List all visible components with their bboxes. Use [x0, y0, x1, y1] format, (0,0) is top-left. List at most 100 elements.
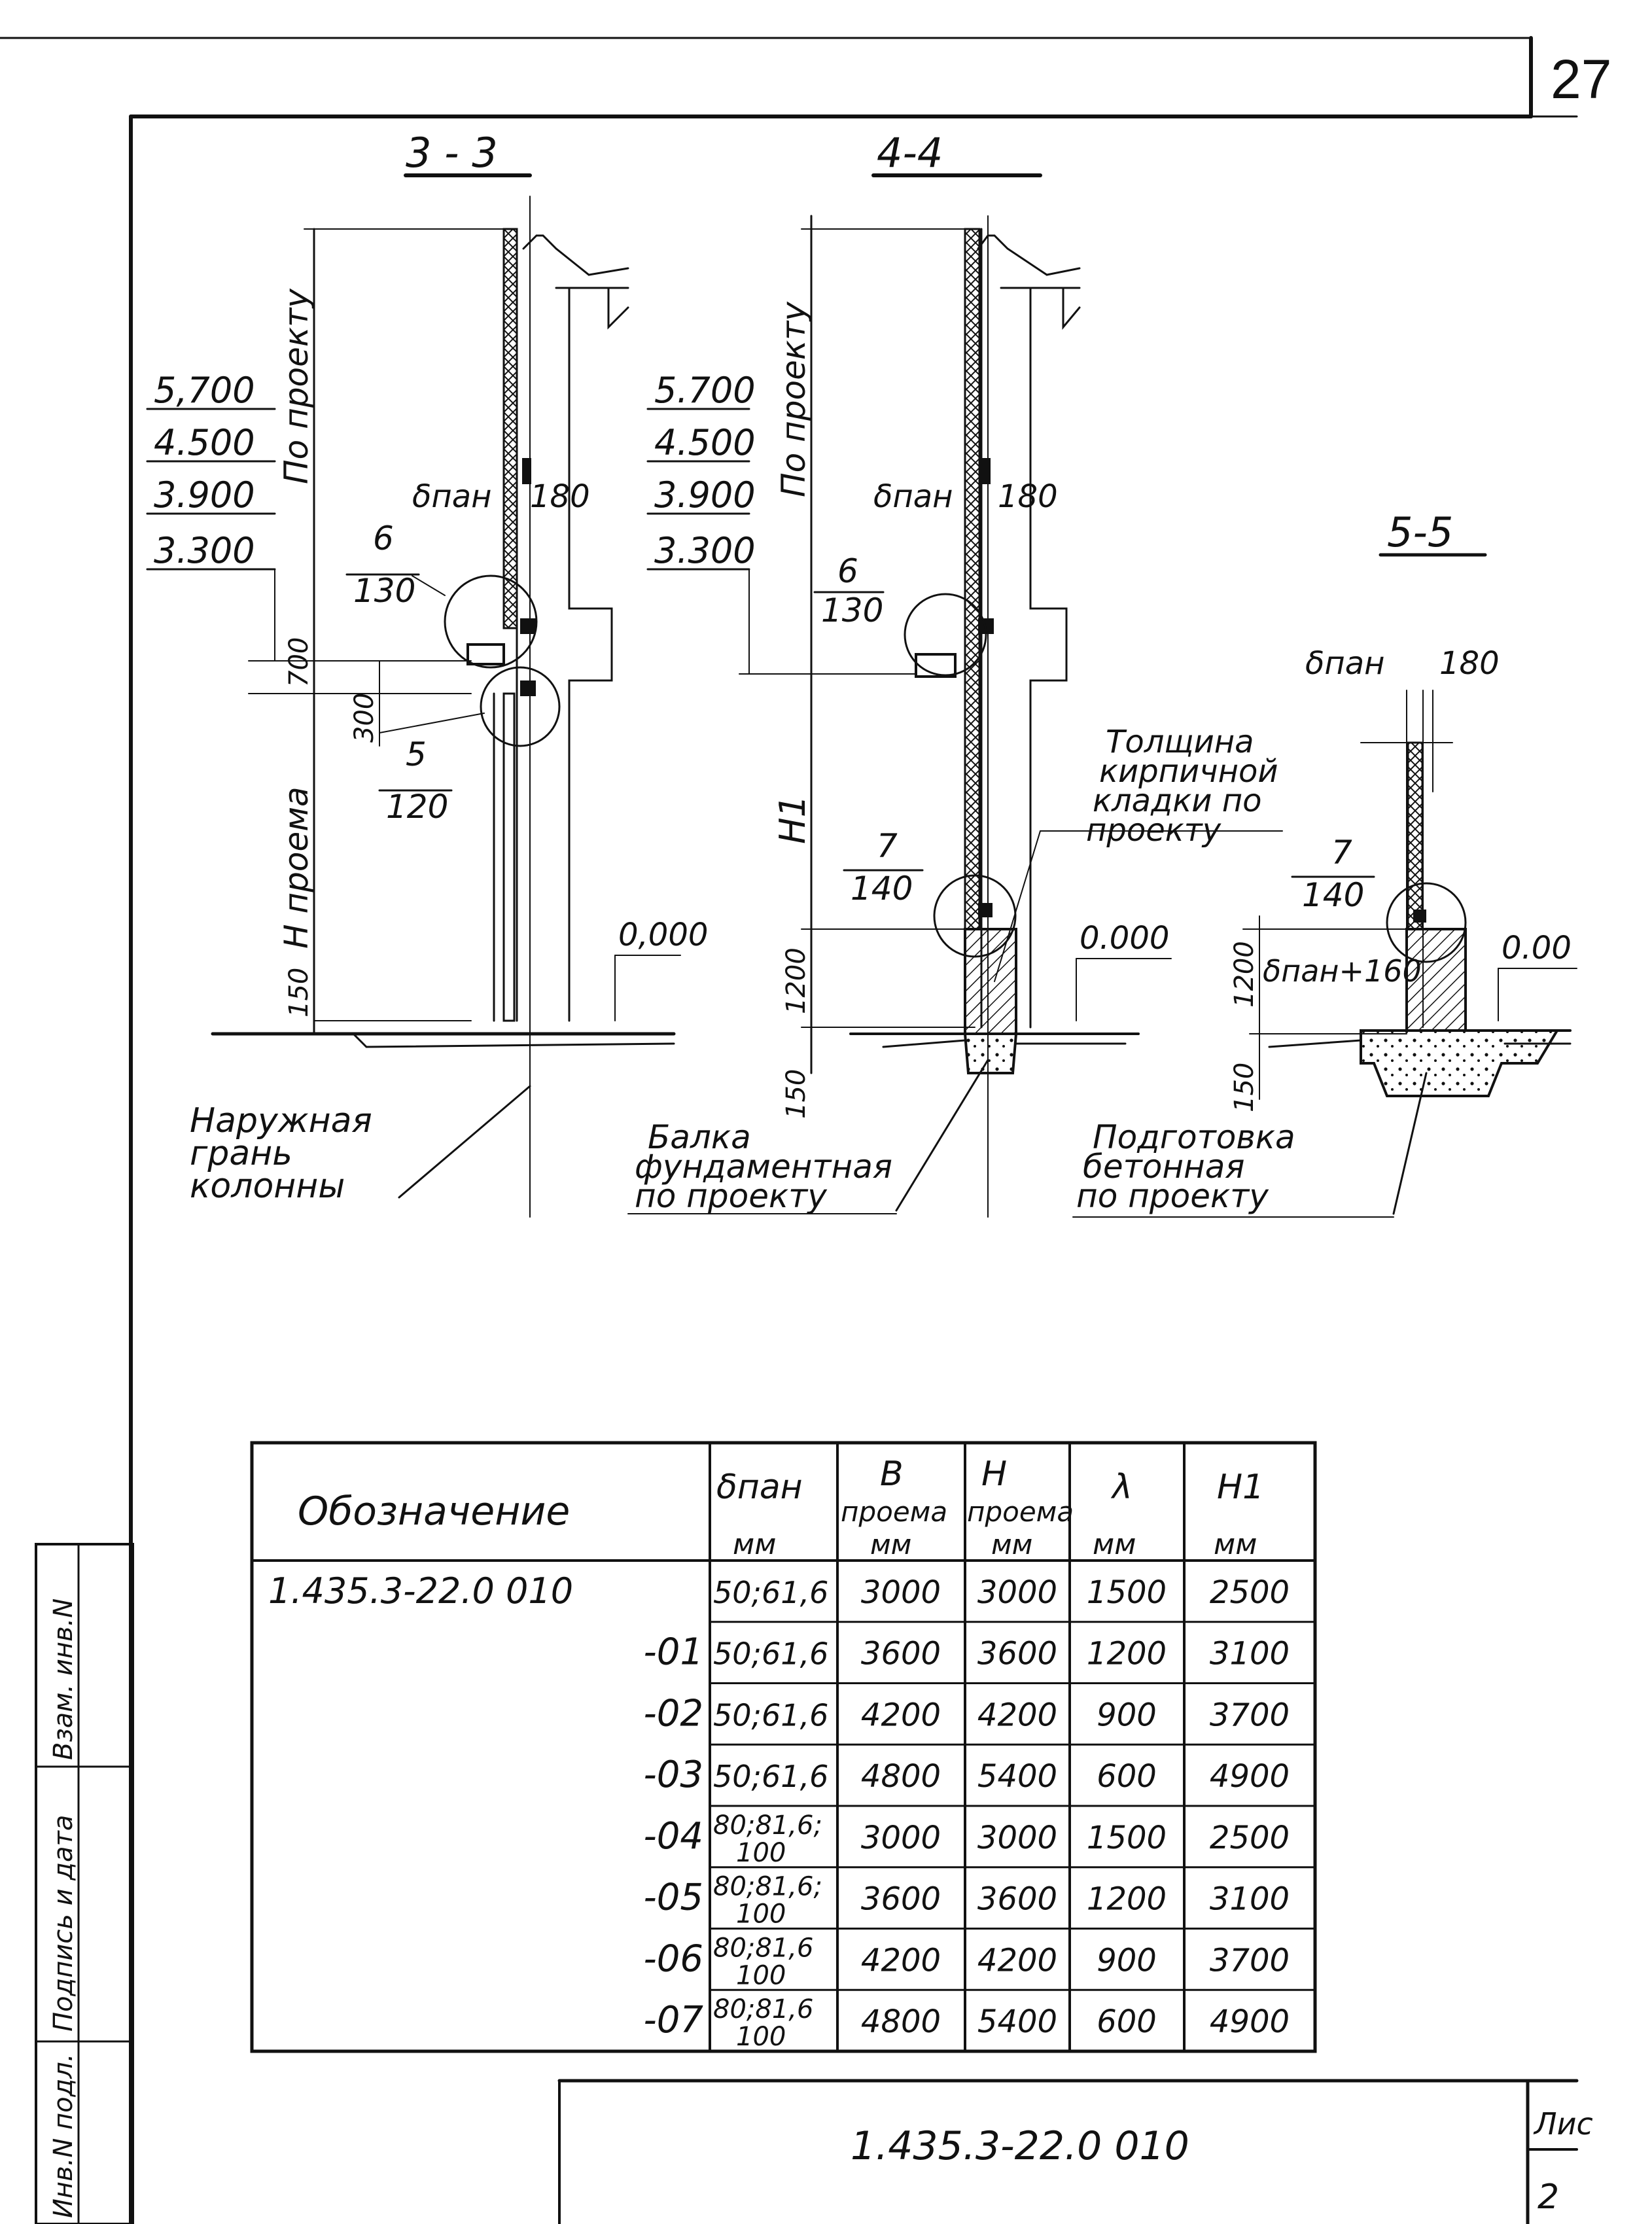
- table-header-h1-unit: мм: [1214, 1528, 1257, 1561]
- section-4-4-node-6-sheet: 130: [821, 591, 883, 629]
- section-3-3-level-3900: 3.900: [154, 474, 255, 516]
- table-cell-delta: 50;61,6: [713, 1697, 828, 1733]
- title-block-sheet-number: 2: [1538, 2178, 1559, 2217]
- table-cell-h1: 3700: [1210, 1942, 1290, 1979]
- table-cell-lambda: 1200: [1087, 1881, 1167, 1918]
- section-3-3-note-line-3: колонны: [190, 1167, 345, 1206]
- table-header-h1: H1: [1217, 1468, 1264, 1507]
- section-3-3-node-5-number: 5: [406, 735, 427, 773]
- table-cell-h: 5400: [977, 2003, 1057, 2040]
- table-cell-designation: -07: [644, 1999, 704, 2041]
- table-header-h: H: [981, 1455, 1007, 1494]
- section-4-4-dim-150: 150: [781, 1069, 811, 1119]
- section-4-4-dim-180: 180: [998, 478, 1058, 515]
- section-4-4-dim-1200: 1200: [781, 947, 811, 1014]
- table-cell-delta: 80;81,6: [713, 1933, 813, 1963]
- side-stamp-replacement: Взам. инв.N: [48, 1598, 79, 1760]
- section-3-3-node-5-sheet: 120: [386, 788, 448, 826]
- section-3-3-note-line-2: грань: [190, 1134, 292, 1173]
- spec-table: [250, 1441, 1317, 2053]
- section-3-3-level-4500: 4.500: [154, 422, 255, 463]
- table-cell-designation: -05: [644, 1877, 703, 1919]
- section-3-3-dim-po-proektu: По проекту: [277, 288, 315, 484]
- section-5-5-title: 5-5: [1387, 508, 1453, 556]
- section-4-4-note-beam-2: фундаментная: [635, 1148, 892, 1186]
- table-cell-h1: 2500: [1210, 1820, 1290, 1856]
- section-3-3: [146, 173, 681, 1218]
- page-number: 27: [1551, 48, 1611, 110]
- section-5-5-note-concrete-2: бетонная: [1083, 1148, 1244, 1186]
- table-cell-h1: 3700: [1210, 1697, 1290, 1733]
- table-cell-lambda: 900: [1097, 1942, 1157, 1979]
- table-cell-designation: -06: [644, 1937, 703, 1980]
- table-cell-delta: 100: [736, 1960, 786, 1990]
- section-3-3-dim-700: 700: [284, 637, 314, 687]
- section-4-4-node-6-number: 6: [837, 552, 858, 590]
- section-4-4-level-5700: 5.700: [654, 370, 756, 411]
- table-cell-h: 5400: [977, 1758, 1057, 1795]
- section-4-4-level-4500: 4.500: [654, 422, 756, 463]
- section-5-5-dim-150: 150: [1229, 1063, 1259, 1112]
- table-cell-delta: 100: [736, 1838, 786, 1868]
- section-3-3-note-line-1: Наружная: [190, 1101, 372, 1140]
- table-cell-b: 3000: [861, 1574, 941, 1611]
- section-5-5-node-7-sheet: 140: [1302, 876, 1364, 914]
- section-4-4-level-3900: 3.900: [654, 474, 756, 516]
- table-cell-delta: 50;61,6: [713, 1759, 828, 1794]
- table-cell-h: 4200: [977, 1697, 1057, 1733]
- section-4-4-level-3300: 3.300: [654, 530, 756, 571]
- section-4-4-delta-pan: δпан: [873, 478, 953, 515]
- table-header-b: B: [880, 1455, 904, 1494]
- title-block-sheet-label: Лис: [1533, 2106, 1593, 2142]
- table-cell-lambda: 1500: [1087, 1820, 1167, 1856]
- section-3-3-dim-300: 300: [349, 693, 379, 743]
- section-3-3-level-3300: 3.300: [154, 530, 255, 571]
- table-cell-b: 4200: [861, 1942, 941, 1979]
- table-cell-b: 4200: [861, 1697, 941, 1733]
- section-4-4: [627, 173, 1283, 1218]
- table-cell-h1: 3100: [1210, 1881, 1290, 1918]
- table-header-designation: Обозначение: [298, 1489, 570, 1534]
- section-5-5-note-concrete-1: Подготовка: [1093, 1118, 1295, 1156]
- table-cell-h: 3000: [977, 1574, 1057, 1611]
- section-4-4-node-7-number: 7: [877, 827, 898, 865]
- table-cell-lambda: 1500: [1087, 1574, 1167, 1611]
- section-5-5-dim-1200: 1200: [1229, 941, 1259, 1008]
- table-cell-delta: 80;81,6;: [713, 1810, 822, 1841]
- section-5-5-level-zero: 0.00: [1502, 930, 1572, 966]
- section-3-3-level-5700: 5,700: [154, 370, 255, 411]
- sheet-frame: [0, 36, 1578, 2224]
- section-3-3-delta-pan: δпан: [412, 478, 492, 515]
- section-3-3-dim-180: 180: [530, 478, 590, 515]
- section-4-4-note-brick-2: кирпичной: [1099, 753, 1278, 790]
- table-cell-b: 3600: [861, 1881, 941, 1918]
- table-cell-b: 4800: [861, 2003, 941, 2040]
- section-5-5-delta-pan-plus: δпан+160: [1263, 953, 1422, 989]
- table-cell-lambda: 900: [1097, 1697, 1157, 1733]
- table-cell-h: 3000: [977, 1820, 1057, 1856]
- table-header-delta-unit: мм: [733, 1528, 776, 1561]
- section-5-5: [1072, 553, 1577, 1218]
- table-cell-designation: 1.435.3-22.0 010: [268, 1570, 573, 1612]
- table-cell-delta: 80;81,6;: [713, 1872, 822, 1902]
- section-4-4-note-beam-1: Балка: [648, 1118, 751, 1156]
- section-5-5-note-concrete-3: по проекту: [1076, 1177, 1269, 1215]
- table-cell-h1: 4900: [1210, 1758, 1290, 1795]
- table-cell-delta: 80;81,6: [713, 1994, 813, 2024]
- section-4-4-dim-po-proektu: По проекту: [775, 301, 813, 497]
- side-stamp-inv: Инв.N подл.: [48, 2053, 79, 2218]
- table-cell-designation: -04: [644, 1815, 703, 1858]
- table-header-b-sub: проема: [841, 1496, 947, 1528]
- table-cell-h: 4200: [977, 1942, 1057, 1979]
- table-header-h-sub: проема: [967, 1496, 1074, 1528]
- table-cell-designation: -02: [644, 1692, 703, 1735]
- table-cell-h1: 4900: [1210, 2003, 1290, 2040]
- section-4-4-note-beam-3: по проекту: [635, 1177, 828, 1215]
- table-cell-designation: -03: [644, 1754, 703, 1796]
- table-header-h-unit: мм: [991, 1528, 1032, 1561]
- table-cell-h: 3600: [977, 1636, 1057, 1672]
- section-5-5-dim-180: 180: [1439, 645, 1500, 682]
- section-3-3-node-6-number: 6: [373, 520, 394, 557]
- section-3-3-dim-h-proema: H проема: [277, 786, 315, 949]
